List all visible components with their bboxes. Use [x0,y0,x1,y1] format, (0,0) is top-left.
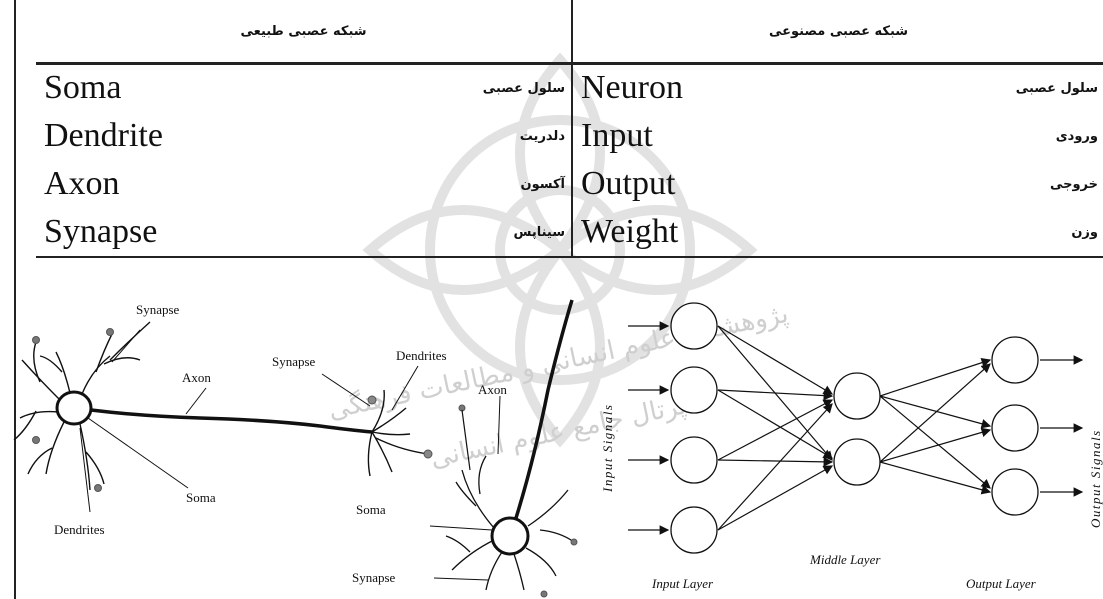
dendrites-1 [13,321,151,491]
input-node [670,302,718,350]
table-header-row: شبکه عصبی طبیعی شبکه عصبی مصنوعی [36,0,1103,65]
header-artificial-network: شبکه عصبی مصنوعی [572,0,1103,65]
ann-term: Neuron [581,69,683,107]
label-synapse-top: Synapse [136,302,180,317]
label-middle-layer: Middle Layer [809,552,881,567]
input-node [670,436,718,484]
soma-2 [490,516,530,556]
bio-term: Axon [44,165,120,203]
biological-neuron-diagram [13,299,578,598]
bio-term-fa: آکسون [520,176,566,192]
label-soma-left: Soma [186,490,216,505]
output-node [991,336,1039,384]
label-axon-left: Axon [182,370,211,385]
table-row: Axon آکسون Output خروجی [36,160,1103,209]
label-output-signals: Output Signals [1088,429,1103,528]
frame-rule [14,0,16,599]
ann-term-fa: ورودی [1055,128,1098,144]
bio-term: Dendrite [44,117,163,155]
bio-term-fa: سلول عصبی [482,80,565,96]
input-node [670,506,718,554]
soma-1 [55,390,93,426]
ann-term: Weight [581,213,679,251]
label-input-signals: Input Signals [600,404,615,493]
neural-network-diagram [628,302,1084,554]
label-axon-right: Axon [478,382,507,397]
header-natural-network: شبکه عصبی طبیعی [36,0,573,65]
input-node [670,366,718,414]
label-input-layer: Input Layer [651,576,714,591]
ann-term: Output [581,165,676,203]
ann-term: Input [581,117,653,155]
input-layer-nodes [670,302,718,554]
output-layer-nodes [991,336,1039,516]
label-output-layer: Output Layer [966,576,1037,591]
output-node [991,468,1039,516]
axon-1 [90,408,373,434]
ann-term-fa: سلول عصبی [1015,80,1098,96]
output-node [991,404,1039,452]
comparison-table: شبکه عصبی طبیعی شبکه عصبی مصنوعی Soma سلو… [36,0,1103,259]
table-row: Soma سلول عصبی Neuron سلول عصبی [36,63,1103,112]
label-soma-right: Soma [356,502,386,517]
bio-term: Synapse [44,213,158,251]
table-row: Synapse سیناپس Weight وزن [36,208,1103,259]
middle-layer-nodes [833,372,881,486]
table-row: Dendrite دلدریت Input ورودی [36,111,1103,161]
label-dendrites-left: Dendrites [54,522,105,537]
axon-2 [514,299,574,519]
label-dendrites-right: Dendrites [396,348,447,363]
label-synapse-mid: Synapse [272,354,316,369]
bio-term: Soma [44,69,122,107]
bio-term-fa: سیناپس [513,224,565,240]
ann-term-fa: خروجی [1049,176,1098,192]
input-middle-connections [717,325,834,531]
diagram-panel: Synapse Axon Soma Dendrites Synapse Dend… [13,299,1103,598]
middle-output-connections [879,358,992,495]
middle-node [833,372,881,420]
middle-node [833,438,881,486]
label-synapse-bottom: Synapse [352,570,396,585]
ann-term-fa: وزن [1071,224,1098,240]
bio-term-fa: دلدریت [519,128,565,144]
